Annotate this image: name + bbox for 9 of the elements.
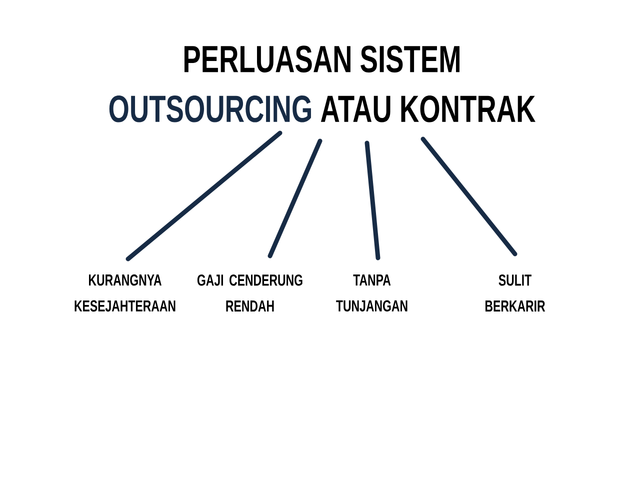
connector-line: [268, 138, 322, 258]
connector-line: [420, 136, 518, 256]
branch-label: SULIT BERKARIR: [485, 274, 546, 312]
branch-label: TANPA TUNJANGAN: [336, 274, 408, 312]
branch-label: GAJI CENDERUNG RENDAH: [197, 274, 302, 312]
title-text: PERLUASAN SISTEM OUTSOURCING ATAU KONTRAK: [109, 46, 536, 122]
branch-label: KURANGNYA KESEJAHTERAAN: [74, 274, 176, 312]
connector-line: [126, 130, 282, 262]
connector-line: [364, 140, 380, 260]
